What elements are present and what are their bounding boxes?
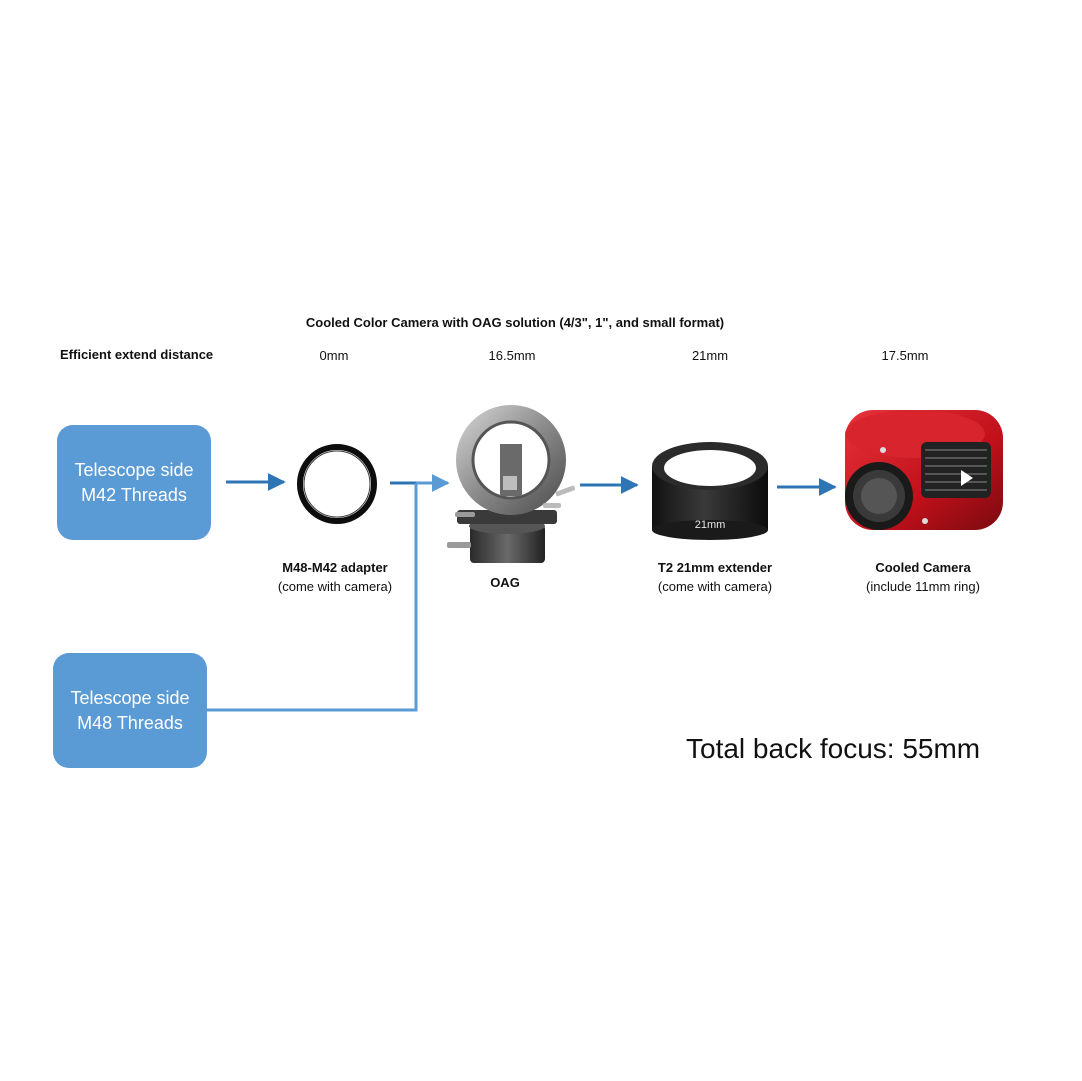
extender-name: T2 21mm extender xyxy=(657,560,773,575)
extender-image: 21mm xyxy=(652,442,768,540)
distance-extender: 21mm xyxy=(691,348,729,363)
distance-adapter: 0mm xyxy=(319,348,349,363)
camera-name: Cooled Camera xyxy=(875,560,971,575)
extender-engraving: 21mm xyxy=(695,519,726,531)
extender-caption: T2 21mm extender (come with camera) xyxy=(615,558,815,596)
total-back-focus: Total back focus: 55mm xyxy=(686,733,981,764)
adapter-ring-image xyxy=(297,444,377,524)
telescope-m42-line1: Telescope side xyxy=(74,459,194,480)
telescope-m48-line1: Telescope side xyxy=(70,687,190,708)
adapter-note: (come with camera) xyxy=(277,579,393,594)
telescope-m48-line2: M48 Threads xyxy=(77,712,183,733)
oag-caption: OAG xyxy=(405,573,605,592)
distance-camera: 17.5mm xyxy=(881,348,929,363)
m48-connector-line xyxy=(207,483,418,712)
adapter-name: M48-M42 adapter xyxy=(282,560,388,575)
camera-note: (include 11mm ring) xyxy=(866,579,980,594)
camera-image xyxy=(845,410,1003,530)
telescope-m42-line2: M42 Threads xyxy=(81,484,187,505)
adapter-caption: M48-M42 adapter (come with camera) xyxy=(235,558,435,596)
oag-image xyxy=(447,405,575,563)
distance-row-label: Efficient extend distance xyxy=(60,347,214,362)
telescope-m48-box: Telescope side M48 Threads xyxy=(53,653,207,768)
extender-note: (come with camera) xyxy=(657,579,773,594)
telescope-m42-box: Telescope side M42 Threads xyxy=(57,425,211,540)
oag-name: OAG xyxy=(490,575,520,590)
distance-oag: 16.5mm xyxy=(488,348,536,363)
diagram-title: Cooled Color Camera with OAG solution (4… xyxy=(305,315,725,330)
camera-caption: Cooled Camera (include 11mm ring) xyxy=(823,558,1023,596)
